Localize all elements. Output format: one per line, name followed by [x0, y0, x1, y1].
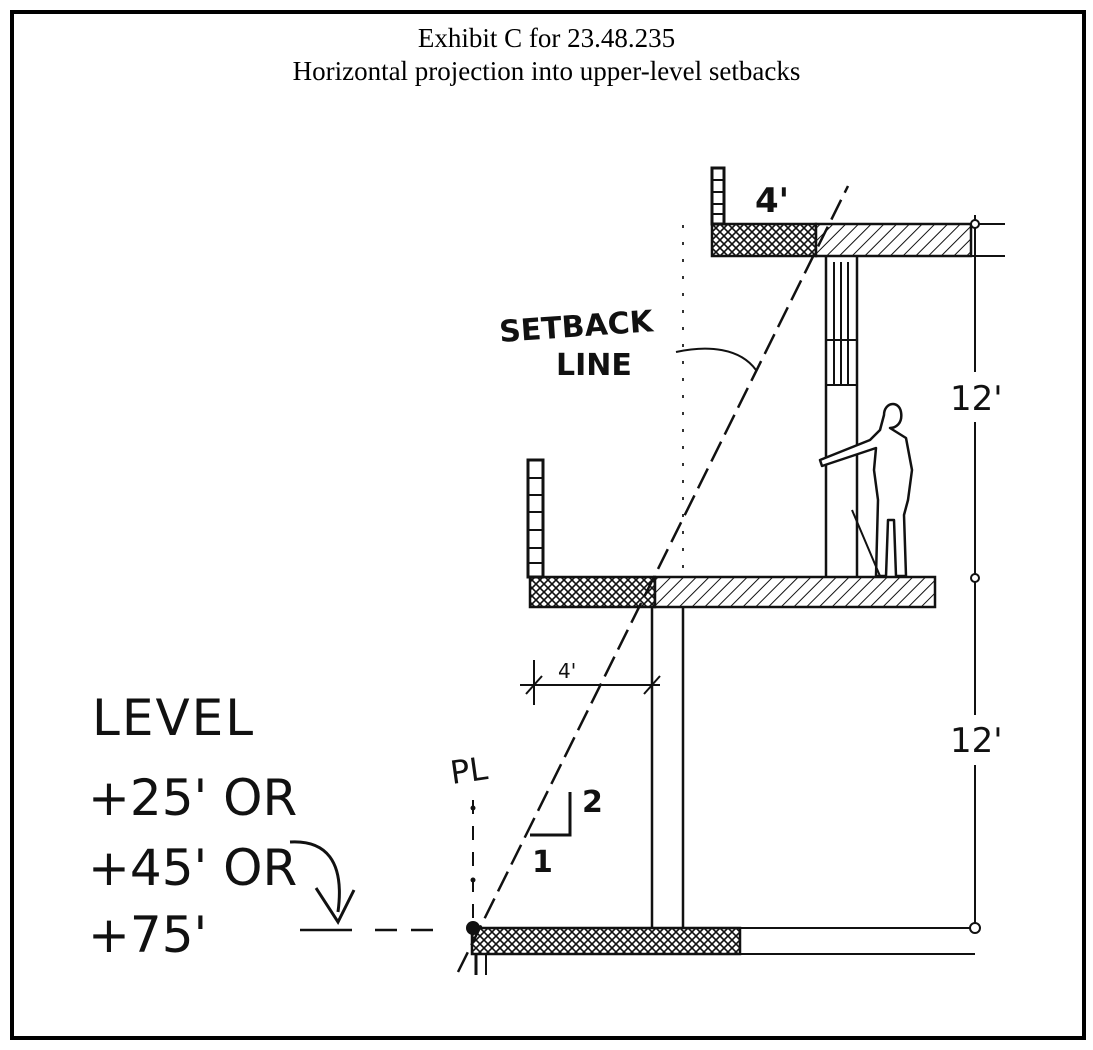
property-line-marker [470, 800, 476, 920]
level-option-75: +75' [88, 906, 207, 964]
lower-projection-label: 4' [558, 659, 576, 683]
middle-floor-slab [528, 575, 937, 609]
top-floor-slab [710, 222, 1005, 258]
lower-story-wall [650, 607, 685, 928]
middle-railing [526, 458, 545, 579]
ground-slab [470, 926, 975, 975]
lower-story-height-label: 12' [950, 721, 1003, 761]
slope-indicator [530, 792, 572, 837]
height-dimension [945, 215, 1005, 934]
exhibit-title: Exhibit C for 23.48.235 Horizontal proje… [0, 22, 1093, 88]
level-label: LEVEL [92, 689, 255, 747]
title-line-1: Exhibit C for 23.48.235 [417, 23, 676, 53]
property-line-label: PL [448, 749, 490, 792]
top-railing [710, 166, 726, 226]
setback-label-line-2: LINE [556, 348, 632, 383]
person-figure [818, 402, 914, 578]
top-projection-label: 4' [755, 181, 789, 221]
title-line-2: Horizontal projection into upper-level s… [292, 56, 801, 86]
upper-story-height-label: 12' [950, 379, 1003, 419]
level-arrow [289, 840, 445, 932]
slope-rise-label: 2 [582, 785, 603, 820]
exhibit-frame [10, 10, 1086, 1040]
lower-projection-dimension [520, 660, 661, 705]
upper-story-door [824, 256, 859, 577]
setback-label-line-1: SETBACK [498, 304, 656, 350]
setback-leader [675, 347, 757, 371]
slope-run-label: 1 [532, 845, 553, 880]
setback-line [456, 185, 850, 973]
level-option-45: +45' OR [88, 839, 297, 897]
level-option-25: +25' OR [88, 769, 297, 827]
